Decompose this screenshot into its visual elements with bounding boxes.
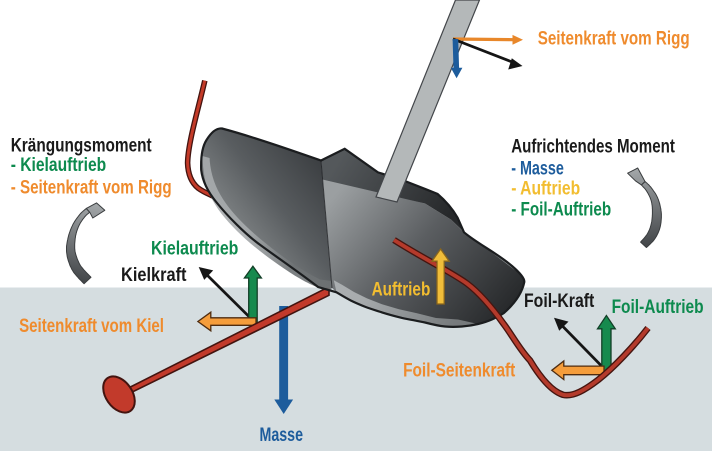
svg-text:Kielauftrieb: Kielauftrieb: [151, 239, 238, 260]
svg-text:Kielkraft: Kielkraft: [121, 265, 187, 286]
svg-text:Seitenkraft vom Kiel: Seitenkraft vom Kiel: [19, 316, 164, 337]
svg-text:Krängungsmoment: Krängungsmoment: [11, 136, 152, 157]
svg-text:Foil-Seitenkraft: Foil-Seitenkraft: [403, 360, 516, 381]
svg-text:- Seitenkraft vom Rigg: - Seitenkraft vom Rigg: [11, 177, 172, 198]
svg-text:Seitenkraft vom Rigg: Seitenkraft vom Rigg: [538, 28, 690, 49]
svg-text:- Foil-Auftrieb: - Foil-Auftrieb: [511, 200, 611, 221]
svg-text:Foil-Kraft: Foil-Kraft: [524, 291, 595, 312]
svg-text:Auftrieb: Auftrieb: [372, 280, 431, 301]
svg-text:Masse: Masse: [260, 425, 304, 446]
svg-text:Aufrichtendes Moment: Aufrichtendes Moment: [511, 137, 675, 158]
svg-text:- Masse: - Masse: [511, 158, 564, 179]
svg-text:- Auftrieb: - Auftrieb: [511, 179, 580, 200]
svg-text:Foil-Auftrieb: Foil-Auftrieb: [612, 297, 704, 318]
svg-text:- Kielauftrieb: - Kielauftrieb: [11, 155, 107, 176]
